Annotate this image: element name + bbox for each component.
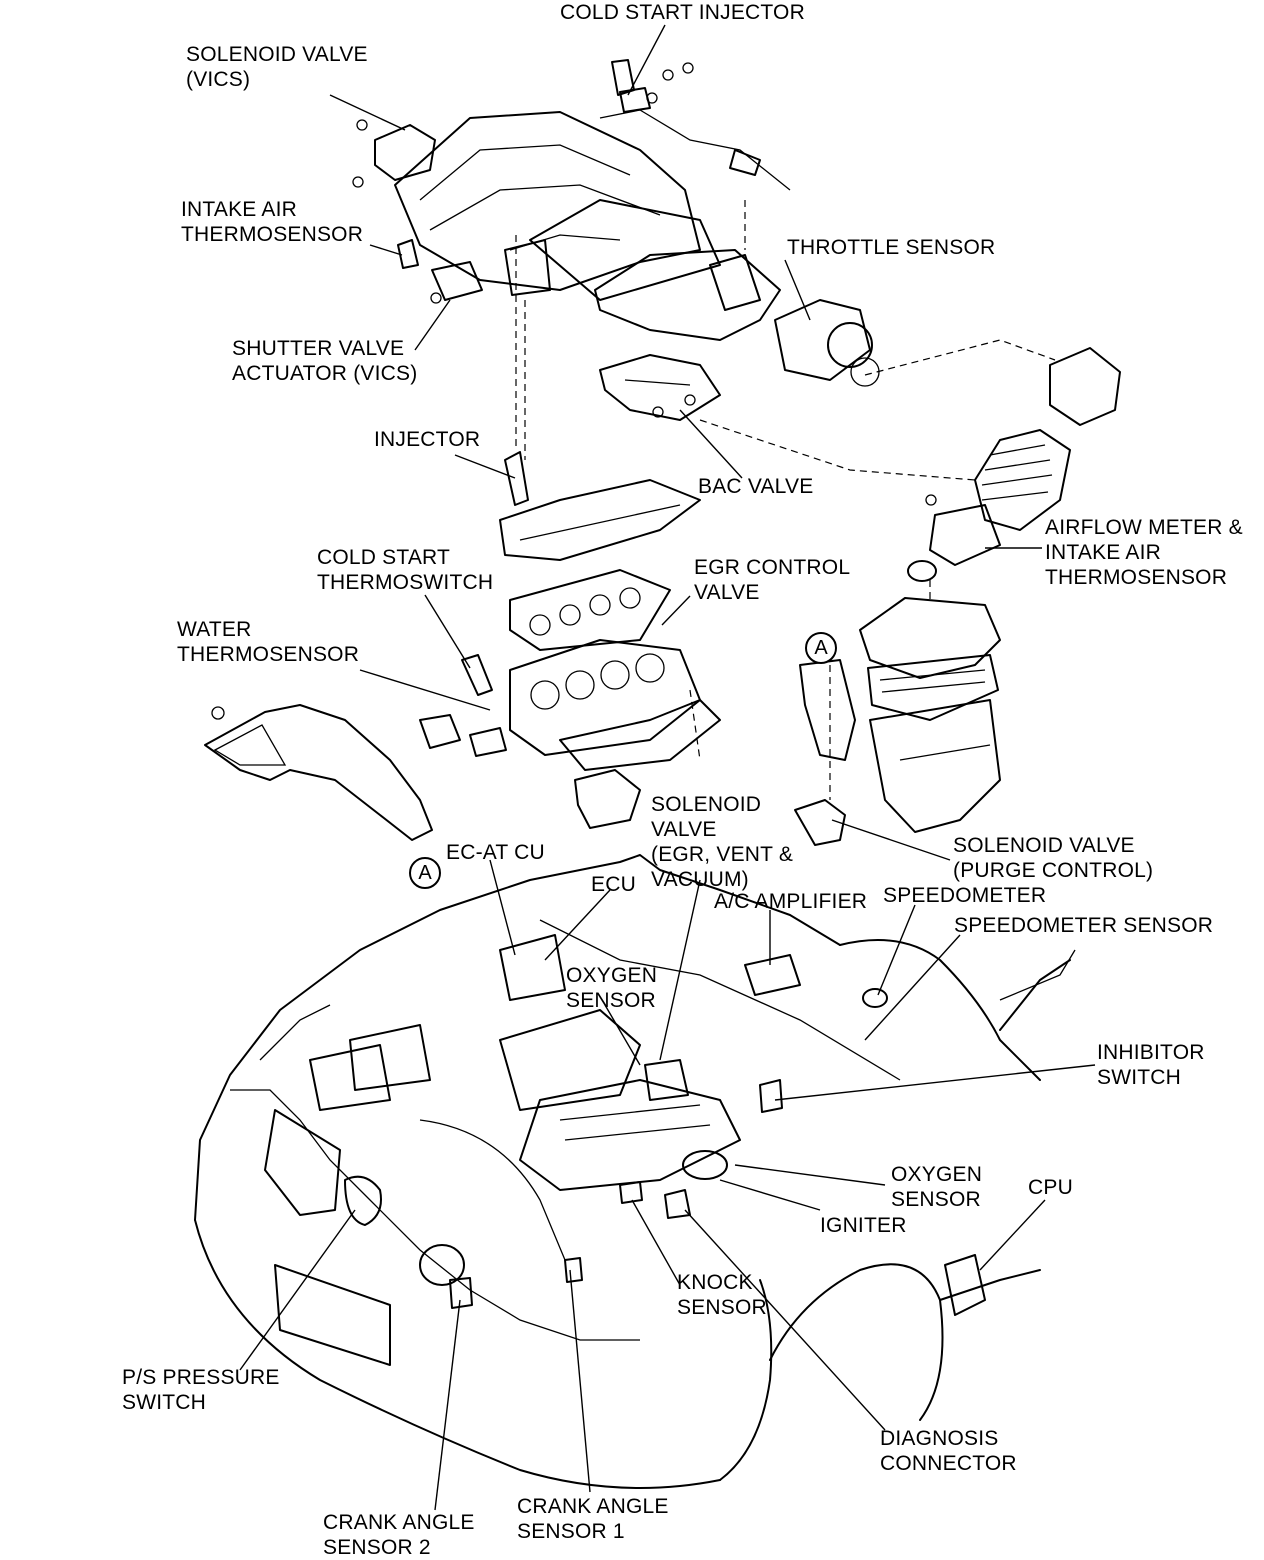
label-solenoid-valve-egr: SOLENOID VALVE (EGR, VENT & VACUUM) (651, 793, 794, 891)
label-cold-start-thermoswitch: COLD START THERMOSWITCH (317, 546, 494, 594)
label-oxygen-sensor-lower: OXYGEN SENSOR (891, 1163, 983, 1211)
label-airflow-meter: AIRFLOW METER & INTAKE AIR THERMOSENSOR (1045, 516, 1243, 589)
label-ps-pressure-switch: P/S PRESSURE SWITCH (122, 1366, 280, 1414)
label-ac-amplifier: A/C AMPLIFIER (714, 890, 868, 913)
label-throttle-sensor: THROTTLE SENSOR (787, 236, 996, 259)
throttle-body-drawing (594, 249, 880, 421)
label-inhibitor-switch: INHIBITOR SWITCH (1097, 1041, 1205, 1089)
label-crank-angle-sensor-2: CRANK ANGLE SENSOR 2 (323, 1511, 475, 1559)
fuel-rail-drawing (419, 451, 721, 829)
vehicle-body-drawing (194, 854, 1076, 1489)
label-oxygen-sensor-upper: OXYGEN SENSOR (566, 964, 658, 1012)
label-injector: INJECTOR (374, 428, 481, 451)
air-cleaner-drawing (794, 597, 1001, 846)
label-crank-angle-sensor-1: CRANK ANGLE SENSOR 1 (517, 1495, 669, 1543)
leader-lines (239, 24, 1096, 1511)
label-igniter: IGNITER (820, 1214, 907, 1237)
label-egr-control-valve: EGR CONTROL VALVE (694, 556, 851, 604)
connection-marker-a-bottom: A (409, 857, 441, 889)
label-intake-air-thermosensor: INTAKE AIR THERMOSENSOR (181, 198, 364, 246)
label-diagnosis-connector: DIAGNOSIS CONNECTOR (880, 1427, 1017, 1475)
label-bac-valve: BAC VALVE (698, 475, 814, 498)
label-shutter-valve-actuator: SHUTTER VALVE ACTUATOR (VICS) (232, 337, 418, 385)
label-cpu: CPU (1028, 1176, 1073, 1199)
label-water-thermosensor: WATER THERMOSENSOR (177, 618, 360, 666)
label-speedometer: SPEEDOMETER (883, 884, 1047, 907)
label-speedometer-sensor: SPEEDOMETER SENSOR (954, 914, 1214, 937)
label-ec-at-cu: EC-AT CU (446, 841, 545, 864)
label-knock-sensor: KNOCK SENSOR (677, 1271, 767, 1319)
label-ecu: ECU (591, 873, 636, 896)
connection-marker-a-top: A (805, 632, 837, 664)
label-cold-start-injector: COLD START INJECTOR (560, 1, 805, 24)
routing-dashes (515, 200, 1056, 800)
label-solenoid-valve-vics: SOLENOID VALVE (VICS) (186, 43, 368, 91)
intake-duct-drawing (204, 704, 433, 841)
intake-manifold-drawing (352, 59, 791, 304)
label-solenoid-valve-purge: SOLENOID VALVE (PURGE CONTROL) (953, 834, 1154, 882)
intake-hose-drawing (907, 347, 1121, 582)
